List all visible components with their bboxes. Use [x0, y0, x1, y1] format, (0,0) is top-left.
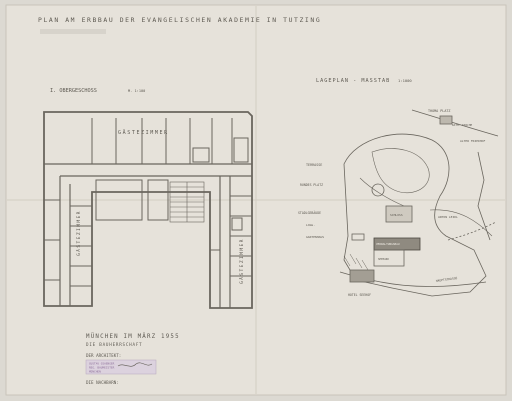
room-label-right: GÄSTEZIMMER: [238, 238, 245, 284]
neighbour-line: DIE NACHBARN:: [86, 380, 119, 385]
garden-path: [429, 209, 493, 237]
park-boundary: [343, 133, 487, 297]
bathroom: [233, 137, 249, 163]
hotel-building: [349, 269, 375, 283]
shore-hatching: [343, 253, 369, 271]
label-castle: SCHLOSS: [390, 213, 403, 217]
stamp-line: MÜNCHEN: [89, 369, 101, 374]
floor-plan-heading: I. OBERGESCHOSS: [50, 88, 97, 94]
road: [411, 109, 499, 137]
garden-path: [359, 177, 405, 207]
label-terrace: TERRASSE: [306, 163, 322, 167]
stamp-line: GUSTAV GSAENGER: [89, 362, 115, 366]
label-administration: VERWALTUNGSBAU: [376, 242, 400, 246]
label-old-cemetery: ALTER FRIEDHOF: [460, 139, 485, 143]
floor-plan: I. OBERGESCHOSS M. 1:100 GÄSTEZIMMER: [43, 88, 253, 309]
label-round-square: RUNDES PLATZ: [300, 183, 323, 187]
label-church: KATH. KIRCHE: [452, 123, 473, 127]
label-loggia: LOGG.: [306, 223, 315, 227]
label-anton-leidl: ANTON LEIDL: [438, 215, 458, 219]
round-square: [371, 183, 385, 197]
site-plan-scale: 1:1000: [398, 78, 412, 83]
city-date: MÜNCHEN IM MÄRZ 1955: [86, 333, 180, 340]
room: [147, 179, 169, 221]
architect-line: DER ARCHITEKT:: [86, 353, 121, 358]
staircase: [169, 181, 205, 223]
room-label-top: GÄSTEZIMMER: [118, 129, 169, 136]
label-garden-house: GARTENHAUS: [306, 235, 324, 239]
handwritten-signature: [117, 362, 153, 367]
church-building: [439, 115, 453, 125]
label-thoma-platz: THOMA PLATZ: [428, 109, 450, 113]
bathroom: [231, 217, 243, 231]
site-plan: LAGEPLAN - MASSTAB 1:1000 THOMA PLATZ KA…: [298, 78, 499, 297]
garden-path: [371, 148, 430, 194]
room-label-left: GÄSTEZIMMER: [75, 210, 82, 256]
room: [95, 179, 143, 221]
bathroom: [192, 147, 210, 163]
road: [477, 151, 491, 241]
annex-building: [373, 249, 405, 267]
stamp-line: REG. BAUMEISTER: [89, 366, 115, 370]
label-main-road: HAUPTSTRASSE: [436, 276, 458, 283]
site-plan-heading: LAGEPLAN - MASSTAB: [316, 78, 390, 84]
castle-building: [385, 205, 413, 223]
signature-block: MÜNCHEN IM MÄRZ 1955 DIE BAUHERRSCHAFT D…: [85, 333, 180, 385]
floor-plan-scale: M. 1:100: [128, 89, 145, 93]
garden-house: [351, 233, 365, 241]
drawing-title: PLAN AM ERBBAU DER EVANGELISCHEN AKADEMI…: [38, 16, 321, 24]
label-barn: STADLGEBÄUDE: [298, 210, 321, 215]
label-hotel: HOTEL SEEHOF: [348, 293, 371, 297]
architect-stamp: GUSTAV GSAENGER REG. BAUMEISTER MÜNCHEN: [85, 359, 157, 375]
label-lake-park: SEEPARK: [378, 257, 389, 261]
title-smudge: [40, 29, 106, 34]
client-line: DIE BAUHERRSCHAFT: [86, 342, 142, 347]
